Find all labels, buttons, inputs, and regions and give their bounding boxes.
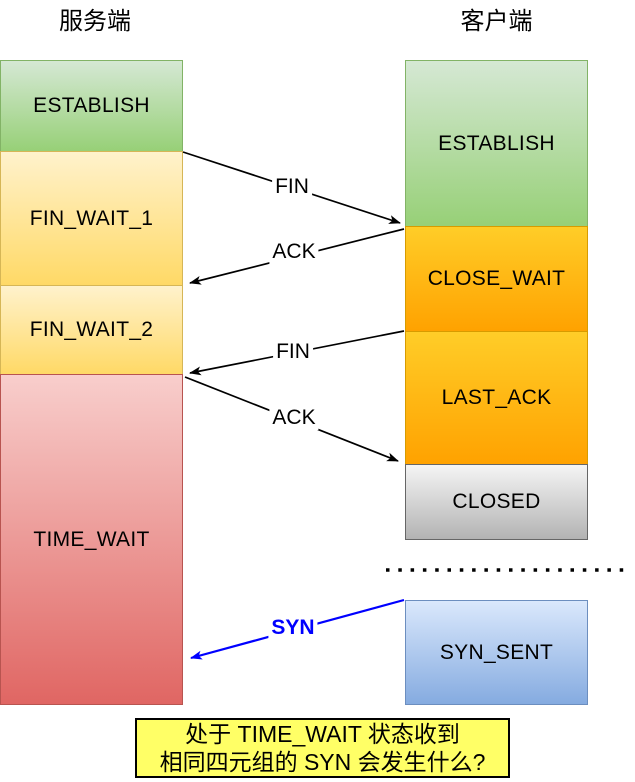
message-label-fin-2: FIN xyxy=(273,340,313,364)
server-column-title: 服务端 xyxy=(59,8,131,35)
server-state-time-wait: TIME_WAIT xyxy=(0,374,183,705)
question-note: 处于 TIME_WAIT 状态收到 相同四元组的 SYN 会发生什么? xyxy=(135,718,510,778)
server-state-establish: ESTABLISH xyxy=(0,60,183,152)
server-state-fin-wait-1: FIN_WAIT_1 xyxy=(0,151,183,286)
client-state-close-wait: CLOSE_WAIT xyxy=(405,226,588,332)
message-label-syn: SYN xyxy=(268,616,318,640)
server-state-fin-wait-2: FIN_WAIT_2 xyxy=(0,285,183,375)
message-label-ack-2: ACK xyxy=(269,406,319,430)
client-state-syn-sent: SYN_SENT xyxy=(405,600,588,705)
question-note-line2: 相同四元组的 SYN 会发生什么? xyxy=(159,749,486,775)
message-label-ack-1: ACK xyxy=(269,240,319,264)
message-label-fin-1: FIN xyxy=(272,175,312,199)
client-column-title: 客户端 xyxy=(460,8,533,35)
question-note-line1: 处于 TIME_WAIT 状态收到 xyxy=(185,721,460,747)
client-state-establish: ESTABLISH xyxy=(405,60,588,227)
client-state-closed: CLOSED xyxy=(405,464,588,540)
client-state-last-ack: LAST_ACK xyxy=(405,331,588,465)
